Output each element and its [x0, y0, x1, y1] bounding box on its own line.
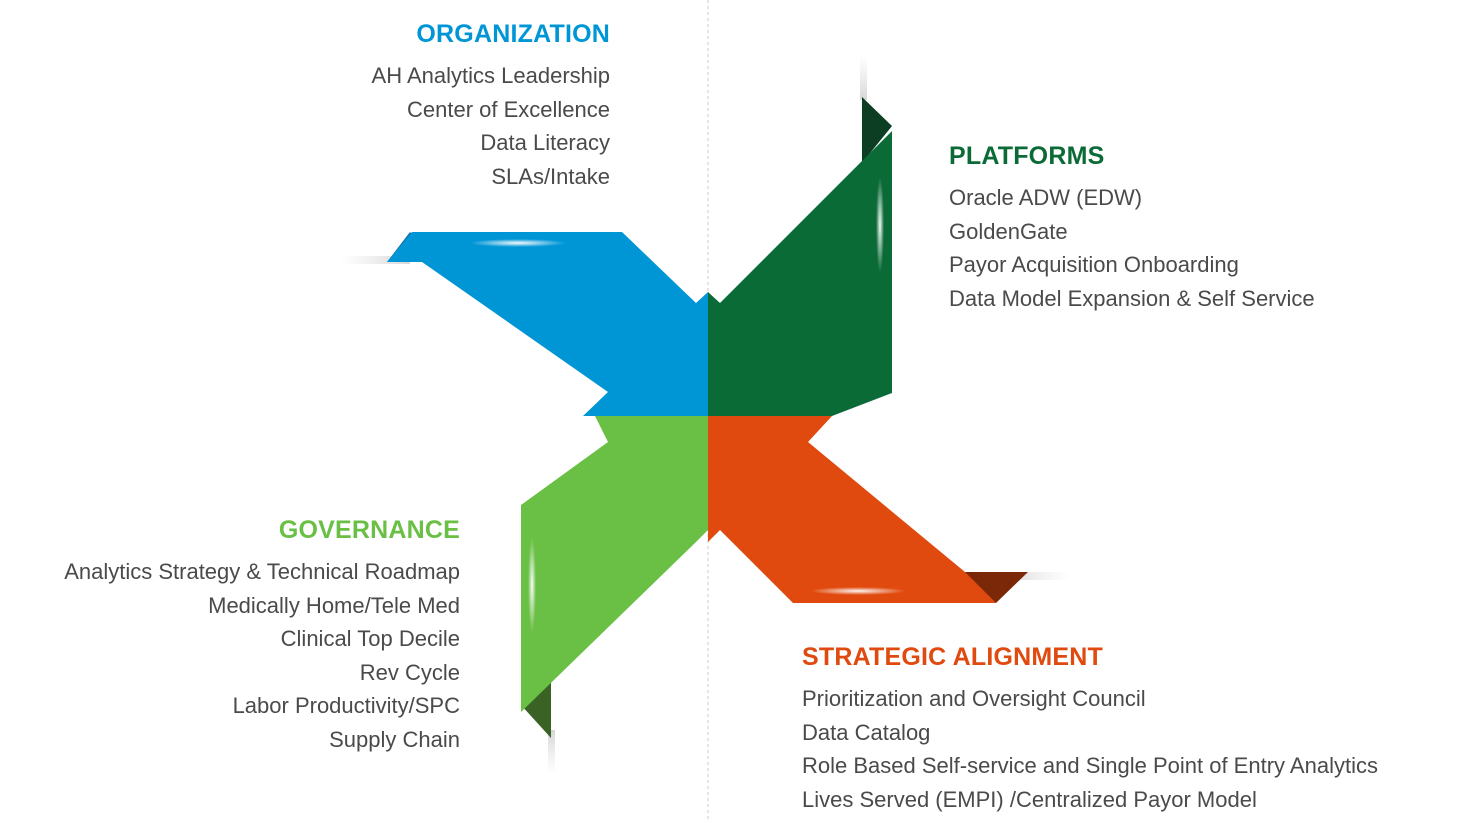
- list-item: Analytics Strategy & Technical Roadmap: [64, 559, 460, 584]
- list-item: AH Analytics Leadership: [371, 63, 610, 88]
- organization-title: ORGANIZATION: [416, 20, 610, 48]
- list-item: Data Literacy: [480, 130, 610, 155]
- organization-list: AH Analytics Leadership Center of Excell…: [372, 59, 610, 193]
- list-item: Data Catalog: [802, 719, 931, 745]
- platforms-list: Oracle ADW (EDW) GoldenGate Payor Acquis…: [949, 181, 1315, 315]
- governance-blade: [521, 416, 708, 712]
- governance-title: GOVERNANCE: [278, 516, 460, 544]
- shadow-top: [860, 55, 867, 100]
- strategic-alignment-blade: [708, 416, 996, 603]
- list-item: Supply Chain: [329, 726, 460, 752]
- platforms-fold: [862, 97, 892, 163]
- shadow-bottom: [548, 730, 555, 775]
- list-item: Medically Home/Tele Med: [208, 592, 460, 618]
- strategic-alignment-list: Prioritization and Oversight Council Dat…: [802, 682, 1378, 816]
- list-item: SLAs/Intake: [491, 163, 610, 189]
- organization-block: ORGANIZATION AH Analytics Leadership Cen…: [372, 20, 610, 193]
- organization-glint: [470, 239, 566, 247]
- platforms-glint: [876, 177, 884, 273]
- organization-blade: [387, 232, 708, 416]
- list-item: Clinical Top Decile: [280, 626, 460, 651]
- list-item: GoldenGate: [949, 218, 1068, 244]
- list-item: Prioritization and Oversight Council: [802, 686, 1146, 711]
- strategic-alignment-block: STRATEGIC ALIGNMENT Prioritization and O…: [802, 643, 1378, 816]
- governance-list: Analytics Strategy & Technical Roadmap M…: [64, 555, 460, 756]
- platforms-blade: [708, 131, 892, 416]
- strategic-alignment-title: STRATEGIC ALIGNMENT: [802, 643, 1104, 671]
- list-item: Payor Acquisition Onboarding: [949, 252, 1239, 277]
- list-item: Lives Served (EMPI) /Centralized Payor M…: [802, 786, 1257, 812]
- governance-block: GOVERNANCE Analytics Strategy & Technica…: [64, 516, 460, 756]
- list-item: Center of Excellence: [407, 96, 610, 122]
- shadow-left: [340, 256, 410, 264]
- platforms-title: PLATFORMS: [949, 142, 1105, 170]
- shadow-right: [1000, 572, 1070, 580]
- governance-glint: [528, 537, 536, 633]
- strategic-glint: [810, 587, 906, 595]
- list-item: Oracle ADW (EDW): [949, 185, 1143, 210]
- list-item: Role Based Self-service and Single Point…: [802, 753, 1378, 778]
- list-item: Rev Cycle: [359, 659, 460, 685]
- list-item: Data Model Expansion & Self Service: [949, 285, 1315, 311]
- platforms-block: PLATFORMS Oracle ADW (EDW) GoldenGate Pa…: [949, 142, 1315, 315]
- list-item: Labor Productivity/SPC: [232, 693, 460, 718]
